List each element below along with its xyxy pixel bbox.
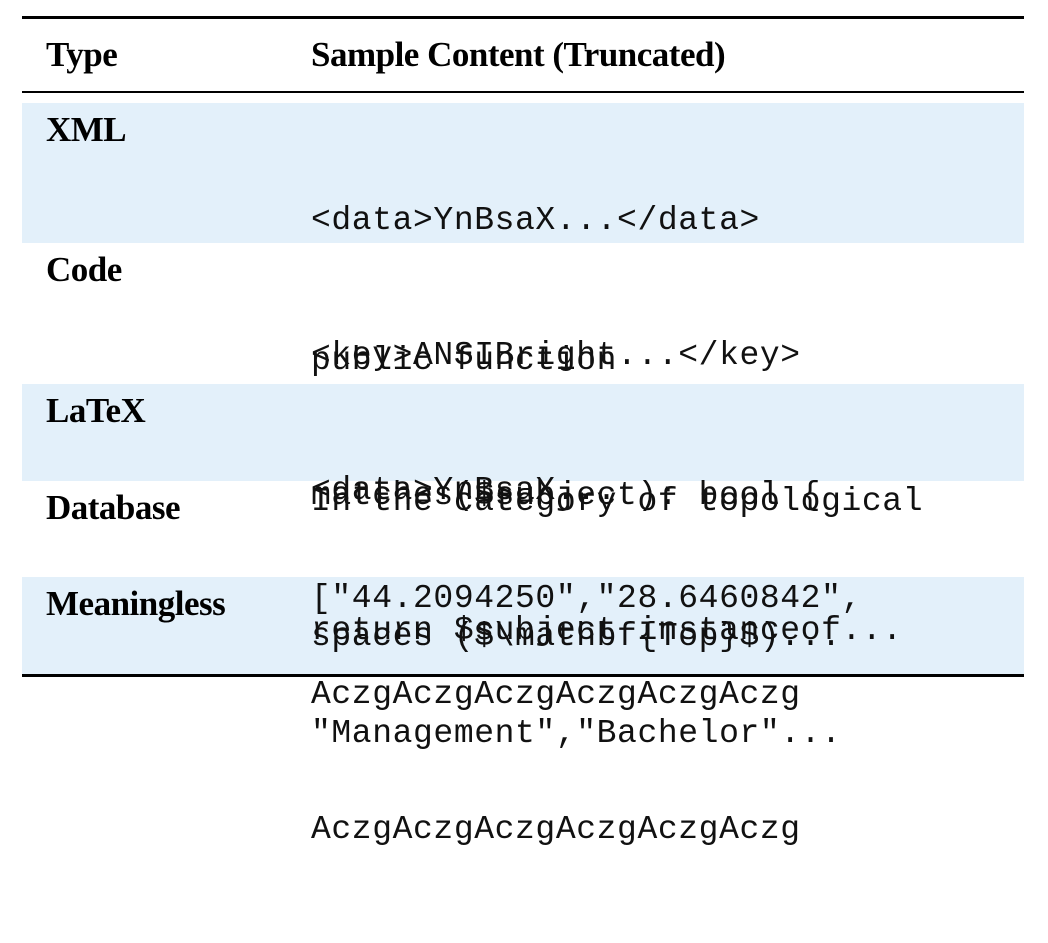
row-type: XML: [46, 110, 127, 149]
table-row-meaningless: Meaningless AczgAczgAczgAczgAczgAczg Acz…: [22, 577, 1024, 848]
content-line: public function: [311, 342, 618, 379]
content-line: return $subject instanceof...: [311, 612, 903, 649]
header-gap: [22, 93, 1024, 103]
header-rule: [22, 91, 1024, 93]
content-line: ["44.2094250","28.6460842",: [311, 580, 862, 617]
content-line: In the category of topological: [311, 483, 924, 520]
content-line: spaces ($\mathbf{Top}$)...: [311, 618, 842, 655]
content-line: matches($subject): bool {: [311, 477, 822, 514]
table-row-database: Database ["44.2094250","28.6460842", "Ma…: [22, 481, 1024, 752]
header-type: Type: [46, 35, 118, 74]
content-line: <key>ANSIBright...</key>: [311, 337, 801, 374]
table-row-code: Code public function matches($subject): …: [22, 243, 1024, 649]
content-line: AczgAczgAczgAczgAczgAczg: [311, 676, 801, 713]
table-row-xml: XML <data>YnBsaX...</data> <key>ANSIBrig…: [22, 103, 1024, 509]
content-line: AczgAczgAczgAczgAczgAczg: [311, 811, 801, 848]
row-content: In the category of topological spaces ($…: [287, 384, 1024, 750]
row-content: public function matches($subject): bool …: [287, 243, 1024, 744]
content-line: <data>YnBsaX...</data>: [311, 202, 760, 239]
content-line: <data>YnBsaX...: [311, 472, 618, 509]
top-rule: [22, 16, 1024, 19]
header-content: Sample Content (Truncated): [311, 35, 726, 74]
row-type: Code: [46, 250, 122, 289]
row-type: Meaningless: [46, 584, 226, 623]
table-row-latex: LaTeX In the category of topological spa…: [22, 384, 1024, 655]
row-type: LaTeX: [46, 391, 146, 430]
bottom-rule: [22, 674, 1024, 677]
header-row: Type Sample Content (Truncated): [22, 19, 1024, 91]
row-type: Database: [46, 488, 181, 527]
content-type-table: Type Sample Content (Truncated) XML <dat…: [22, 16, 1024, 848]
row-content: AczgAczgAczgAczgAczgAczg AczgAczgAczgAcz…: [287, 577, 1024, 943]
row-content: <data>YnBsaX...</data> <key>ANSIBright..…: [287, 103, 1024, 604]
